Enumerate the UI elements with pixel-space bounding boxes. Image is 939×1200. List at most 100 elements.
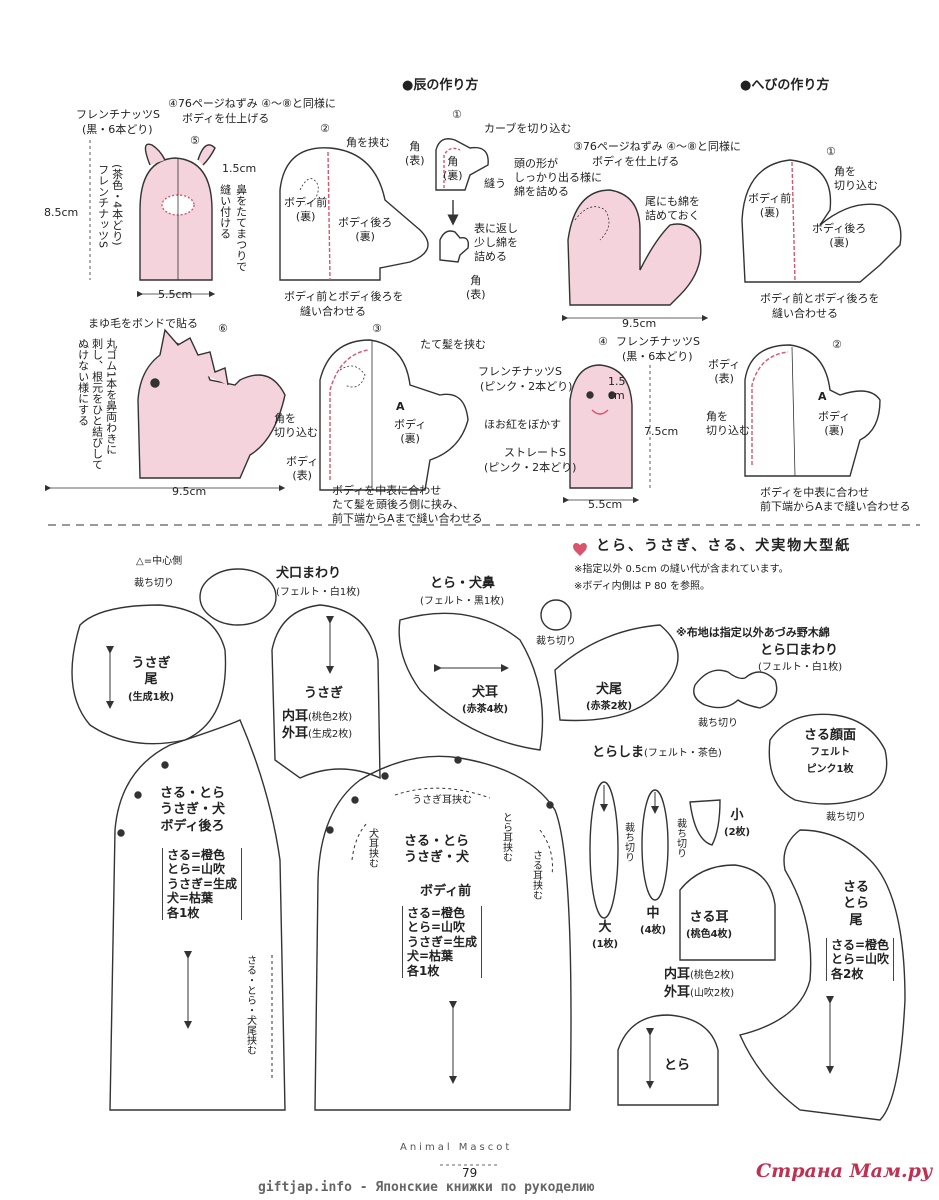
mane-pinch: たて髪を挟む (420, 338, 486, 351)
dog-mouth-title: 犬口まわり (276, 566, 342, 581)
snake-sew-note-2: 縫い合わせる (772, 307, 838, 320)
cut-off-1: 裁ち切り (134, 578, 174, 589)
snake-french-pink-b: (ピンク・2本どり) (480, 380, 573, 393)
dragon-step4-note: ④76ページねずみ ④〜⑧と同様に (168, 97, 336, 110)
snake-step4-num: ④ (598, 335, 608, 348)
step3-note-3: 前下端からAまで縫い合わせる (332, 512, 483, 525)
tail-list: さる=橙色とら=山吹各2枚 (826, 938, 895, 982)
snake-step2-figure (744, 344, 881, 477)
snake-body1: ボディ(表) (708, 358, 741, 385)
snake-body2: ボディ(裏) (818, 410, 851, 437)
patterns-header: とら、うさぎ、さる、犬実物大型紙 (596, 538, 852, 554)
a-mark: A (396, 400, 405, 413)
stripe-mid-label: 中(4枚) (640, 906, 667, 937)
sew-note: ボディ前とボディ後ろを (284, 290, 404, 303)
eyebrow-note: まゆ毛をボンドで貼る (88, 317, 198, 330)
straight-sub: (ピンク・2本どり) (484, 461, 577, 474)
rabbit-tail-label: うさぎ尾(生成1枚) (128, 656, 175, 703)
snake-body-front: ボディ前(裏) (748, 192, 792, 219)
sew-note-2: 縫い合わせる (300, 305, 366, 318)
stripe-cut-2: 裁ち切り (674, 818, 686, 858)
rabbit-ear-label: うさぎ (304, 686, 344, 701)
horn-pinch-label: 角を挟む (346, 136, 390, 149)
rabbit-ear-piece (271, 604, 381, 780)
snake-step3-note-b: ボディを仕上げる (592, 155, 680, 168)
rabbit-ear-pinch: うさぎ耳挟む (412, 795, 472, 806)
dragon-step5-french-b: (茶色・4本どり) (110, 164, 124, 246)
dragon-step2-figure (279, 147, 429, 281)
snake-note-2: 前下端からAまで縫い合わせる (760, 500, 911, 513)
body-back-list: さる=橙色とら=山吹うさぎ=生成犬=枯葉各1枚 (162, 848, 243, 920)
page-number: 79 (462, 1166, 478, 1180)
tiger-stripe-title: とらしま(フェルト・茶色) (592, 745, 722, 760)
dog-tail-label: 犬尾(赤茶2枚) (586, 682, 633, 713)
dim-9-5: 9.5cm (172, 485, 207, 498)
dog-ear-pinch: 犬耳挟む (366, 828, 378, 868)
dragon-step4-note-b: ボディを仕上げる (182, 112, 270, 125)
tiger-ear-label: とら (664, 1058, 691, 1073)
horn-front-label: 角(表) (405, 140, 425, 167)
tail-piece (739, 829, 906, 1121)
monkey-ear-piece (679, 864, 776, 961)
snake-step4-figure (569, 364, 633, 489)
snake-a-mark: A (818, 390, 827, 403)
monkey-face-piece (768, 713, 888, 805)
tiger-mouth-title: とら口まわり (760, 643, 839, 658)
dragon-step5-figure (139, 157, 213, 281)
cut-off-4: 裁ち切り (826, 812, 866, 823)
tiger-ear-piece (617, 1014, 719, 1106)
dragon-step1-num: ① (452, 108, 462, 121)
dog-mouth-sub: (フェルト・白1枚) (276, 587, 361, 598)
snake-sew-note: ボディ前とボディ後ろを (760, 292, 880, 305)
monkey-tiger-tail-title: さるとら尾 (843, 880, 870, 928)
patterns-note-1: ※指定以外 0.5cm の縫い代が含まれています。 (574, 564, 789, 575)
rubber-note-3: ぬけない様にする (76, 338, 90, 426)
tail-note: 尾にも綿を詰めておく (645, 195, 700, 222)
rubber-note-1: 丸ゴム1本を鼻両わきに (104, 338, 118, 455)
stripe-small-piece (689, 799, 721, 846)
dog-tail-piece (554, 624, 679, 722)
snake-step3-figure (567, 189, 702, 306)
dragon-step3-num: ③ (372, 322, 382, 335)
nose-sub: (フェルト・黒1枚) (420, 596, 505, 607)
snake-step2-num: ② (832, 338, 842, 351)
dim-5-5: 5.5cm (158, 288, 193, 301)
dragon-title: ●辰の作り方 (402, 78, 479, 93)
patterns-note-2: ※ボディ内側は P 80 を参照。 (574, 581, 710, 592)
snake-title: ●へびの作り方 (740, 78, 830, 93)
body-front-piece (314, 755, 572, 1111)
cut-curve-label: カーブを切り込む (484, 122, 572, 135)
french-knot-sub: (黒・6本どり) (82, 123, 153, 136)
turn-note: 表に返し少し綿を詰める (474, 222, 518, 263)
straight-label: ストレートS (504, 446, 566, 459)
monkey-ear-pinch: さる耳挟む (530, 850, 542, 900)
dog-ear-piece (398, 612, 544, 751)
tiger-mouth-sub: (フェルト・白1枚) (758, 662, 843, 673)
body-front-title: さる・とらうさぎ・犬 (404, 834, 470, 866)
snake-step1-figure (741, 159, 902, 283)
stripe-cut-1: 裁ち切り (622, 822, 634, 862)
snake-step3-note: ③76ページねずみ ④〜⑧と同様に (573, 140, 741, 153)
horn-back-label: 角(裏) (443, 155, 463, 182)
dragon-step5-french: フレンチナッツS (96, 164, 110, 248)
dim-1-5: 1.5cm (222, 162, 257, 175)
snake-body-back: ボディ後ろ(裏) (812, 222, 867, 249)
snake-french-black-b: (黒・6本どり) (622, 350, 693, 363)
stripe-big-piece (589, 781, 619, 919)
inner-ear-label: 内耳(桃色2枚) (282, 709, 353, 724)
dim-8-5: 8.5cm (44, 206, 79, 219)
horn-piece (435, 138, 489, 191)
cut-off-3: 裁ち切り (698, 718, 738, 729)
head-note: 頭の形がしっかり出る様に綿を詰める (514, 157, 602, 198)
body-back-piece (109, 719, 286, 1111)
dragon-step6-num: ⑥ (218, 322, 228, 335)
tiger-ear-outer: 外耳(山吹2枚) (664, 985, 735, 1000)
tiger-mouth-piece (693, 669, 778, 709)
french-knot-label: フレンチナッツS (76, 108, 160, 121)
outer-ear-label: 外耳(生成2枚) (282, 726, 353, 741)
body-front-list: さる=橙色とら=山吹うさぎ=生成犬=枯葉各1枚 (402, 906, 483, 978)
fabric-note: ※布地は指定以外あづみ野木綿 (676, 626, 830, 639)
center-mark-legend: △=中心側 (136, 556, 183, 567)
dragon-step2-num: ② (320, 122, 330, 135)
series-label: Animal Mascot (400, 1142, 513, 1153)
